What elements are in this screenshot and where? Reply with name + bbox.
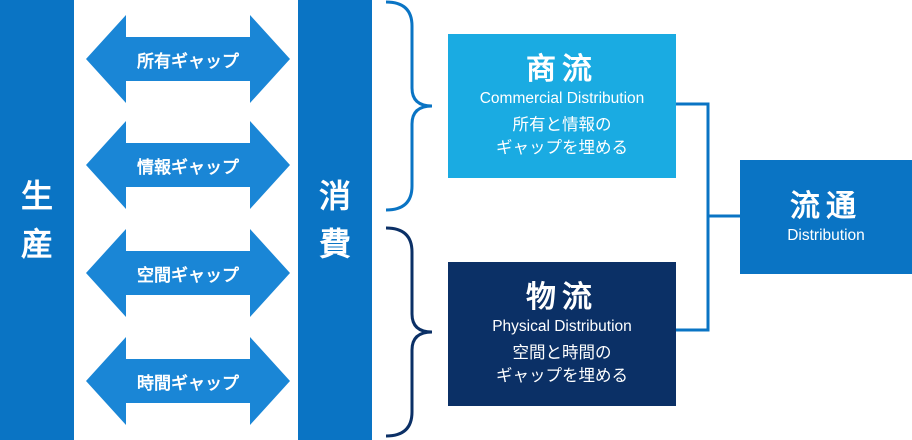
brace-lower [385,226,433,438]
consumer-char-1: 消 [318,177,351,215]
commercial-title: 商流 [526,52,598,88]
commercial-desc-line-1: 所有と情報の [512,115,612,135]
commercial-description: 所有と情報の ギャップを埋める [496,114,628,159]
double-arrow-shape [86,121,290,209]
connector-line [676,102,740,332]
producer-char-2: 産 [20,225,53,263]
producer-char-1: 生 [20,177,53,215]
gap-arrow-ownership: 所有ギャップ [86,15,290,103]
producer-column: 生 産 [0,0,74,440]
physical-desc-line-2: ギャップを埋める [496,365,628,385]
producer-label: 生 産 [21,164,53,276]
double-arrow-shape [86,15,290,103]
gap-arrow-space: 空間ギャップ [86,229,290,317]
gap-label-space: 空間ギャップ [137,265,239,286]
physical-description: 空間と時間の ギャップを埋める [496,342,628,387]
physical-title: 物流 [526,280,598,316]
commercial-subtitle: Commercial Distribution [479,90,645,108]
physical-distribution-box: 物流 Physical Distribution 空間と時間の ギャップを埋める [448,262,676,406]
commercial-desc-line-2: ギャップを埋める [496,137,628,157]
gap-arrow-information: 情報ギャップ [86,121,290,209]
consumer-char-2: 費 [318,225,351,263]
consumer-column: 消 費 [298,0,372,440]
distribution-title: 流通 [790,188,862,224]
consumer-label: 消 費 [319,164,351,276]
gap-arrow-time: 時間ギャップ [86,337,290,425]
commercial-distribution-box: 商流 Commercial Distribution 所有と情報の ギャップを埋… [448,34,676,178]
distribution-subtitle: Distribution [787,226,865,244]
gap-label-time: 時間ギャップ [137,373,239,394]
gap-label-ownership: 所有ギャップ [137,51,239,72]
distribution-box: 流通 Distribution [740,160,912,274]
physical-desc-line-1: 空間と時間の [512,343,612,363]
gap-label-information: 情報ギャップ [137,157,239,178]
brace-upper [385,0,433,212]
double-arrow-shape [86,337,290,425]
physical-subtitle: Physical Distribution [492,318,632,336]
double-arrow-shape [86,229,290,317]
